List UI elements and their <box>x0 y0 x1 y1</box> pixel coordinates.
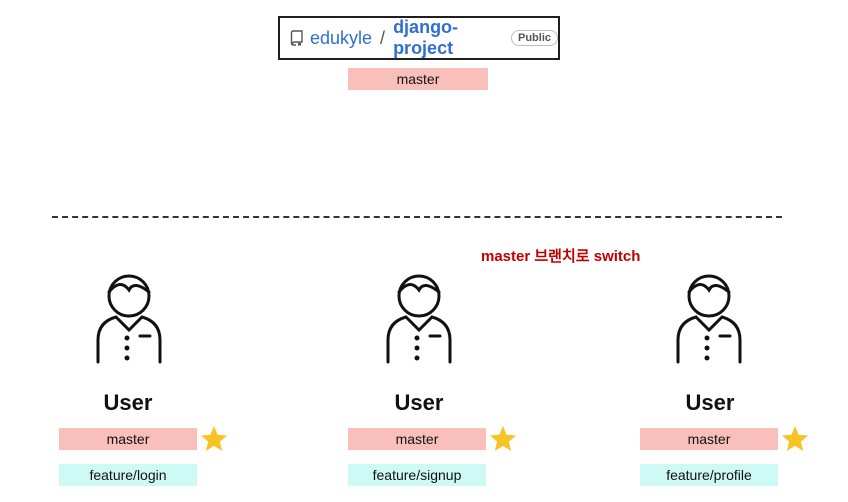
repo-name-link[interactable]: django-project <box>393 17 459 58</box>
user-master-branch: master <box>640 428 778 450</box>
switch-note: master 브랜치로 switch <box>481 248 641 265</box>
user-master-branch: master <box>59 428 197 450</box>
repo-separator: / <box>380 27 386 48</box>
user-icon <box>676 274 742 364</box>
repo-branch-label: master <box>348 68 488 90</box>
user-feature-branch: feature/signup <box>348 464 486 486</box>
star-icon <box>781 425 809 451</box>
user-icon <box>96 274 162 364</box>
repo-icon <box>290 30 304 46</box>
section-divider <box>52 216 782 218</box>
user-feature-branch: feature/profile <box>640 464 778 486</box>
user-label: User <box>394 390 444 415</box>
user-label: User <box>103 390 153 415</box>
repo-owner-link[interactable]: edukyle <box>310 27 373 48</box>
user-master-branch: master <box>348 428 486 450</box>
user-icon <box>386 274 452 364</box>
user-feature-branch: feature/login <box>59 464 197 486</box>
star-icon <box>200 425 228 451</box>
repo-header: edukyle / django-project Public <box>278 16 560 60</box>
user-label: User <box>685 390 735 415</box>
star-icon <box>489 425 517 451</box>
visibility-badge: Public <box>510 30 558 46</box>
